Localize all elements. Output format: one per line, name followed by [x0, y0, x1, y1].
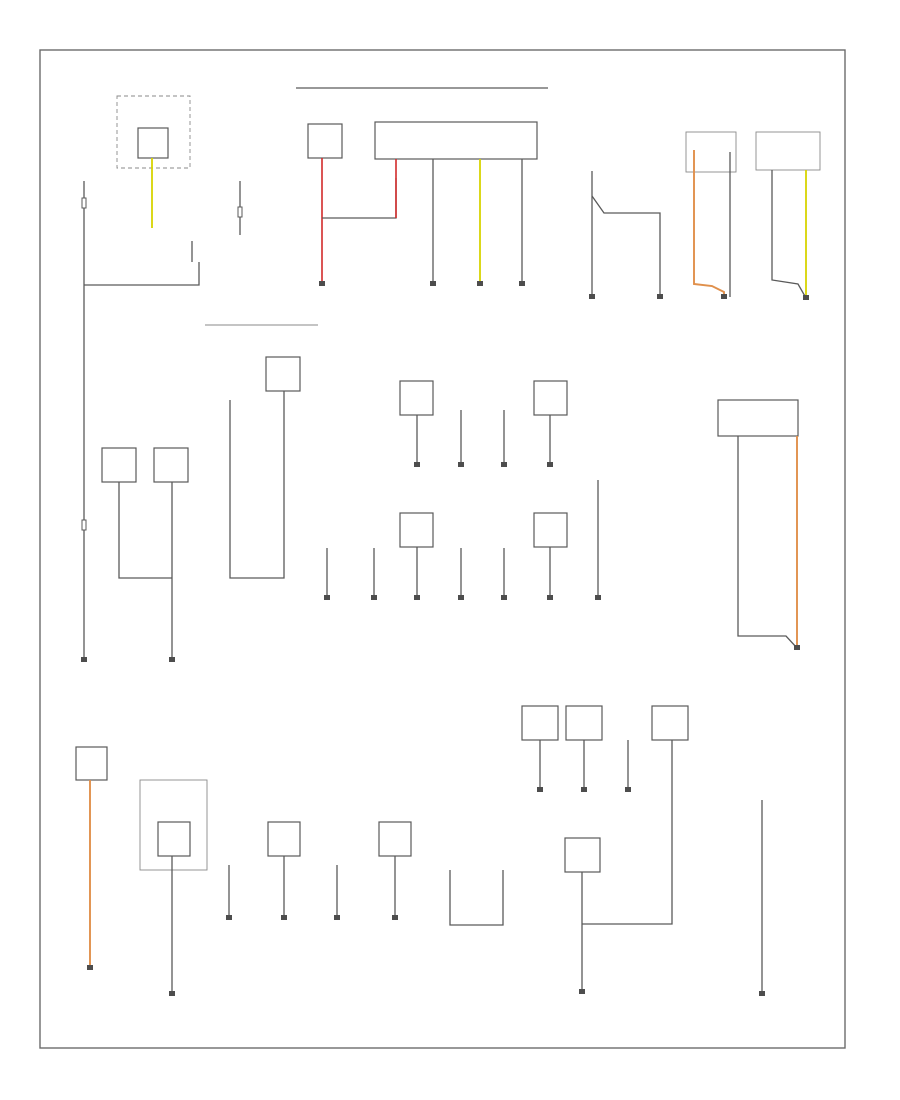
component-box	[533, 380, 568, 416]
middle-right-section	[717, 399, 800, 650]
top-section	[81, 87, 821, 300]
component-box	[399, 512, 434, 548]
ground-terminal-icon	[392, 915, 398, 920]
connector-pin-icon	[81, 519, 87, 531]
ground-terminal-icon	[501, 462, 507, 467]
ground-terminal-icon	[169, 657, 175, 662]
component-box	[533, 512, 568, 548]
ground-terminal-icon	[414, 462, 420, 467]
component-box	[267, 821, 301, 857]
ground-terminal-icon	[458, 595, 464, 600]
component-box	[265, 356, 301, 392]
ground-terminal-icon	[334, 915, 340, 920]
ground-terminal-icon	[87, 965, 93, 970]
component-box	[75, 746, 108, 781]
ground-terminal-icon	[319, 281, 325, 286]
ground-terminal-icon	[589, 294, 595, 299]
component-box	[651, 705, 689, 741]
ground-terminal-icon	[537, 787, 543, 792]
ground-terminal-icon	[657, 294, 663, 299]
component-box	[378, 821, 412, 857]
ground-terminal-icon	[794, 645, 800, 650]
ground-terminal-icon	[625, 787, 631, 792]
ground-terminal-icon	[371, 595, 377, 600]
component-box	[307, 123, 343, 159]
ground-terminal-icon	[595, 595, 601, 600]
component-box	[101, 447, 137, 483]
connector-pin-icon	[237, 206, 243, 218]
ground-terminal-icon	[169, 991, 175, 996]
connector-pin-icon	[81, 197, 87, 209]
ground-terminal-icon	[414, 595, 420, 600]
ground-terminal-icon	[803, 295, 809, 300]
ground-terminal-icon	[430, 281, 436, 286]
ground-terminal-icon	[281, 915, 287, 920]
ground-terminal-icon	[759, 991, 765, 996]
ground-terminal-icon	[501, 595, 507, 600]
ground-terminal-icon	[519, 281, 525, 286]
ground-terminal-icon	[581, 787, 587, 792]
ground-terminal-icon	[81, 657, 87, 662]
ground-terminal-icon	[477, 281, 483, 286]
component-box	[565, 705, 603, 741]
ground-terminal-icon	[324, 595, 330, 600]
component-box	[521, 705, 559, 741]
ground-terminal-icon	[226, 915, 232, 920]
component-box	[137, 127, 169, 159]
middle-left-section	[81, 285, 318, 662]
center-section	[324, 380, 601, 600]
component-box	[717, 399, 799, 437]
ground-terminal-icon	[547, 595, 553, 600]
ground-terminal-icon	[547, 462, 553, 467]
component-box	[153, 447, 189, 483]
ground-terminal-icon	[458, 462, 464, 467]
component-box	[564, 837, 601, 873]
component-box	[399, 380, 434, 416]
component-box	[157, 821, 191, 857]
ground-terminal-icon	[579, 989, 585, 994]
component-box	[374, 121, 538, 160]
ground-terminal-icon	[721, 294, 727, 299]
diagram-frame	[39, 49, 846, 1049]
bottom-section	[75, 705, 765, 996]
